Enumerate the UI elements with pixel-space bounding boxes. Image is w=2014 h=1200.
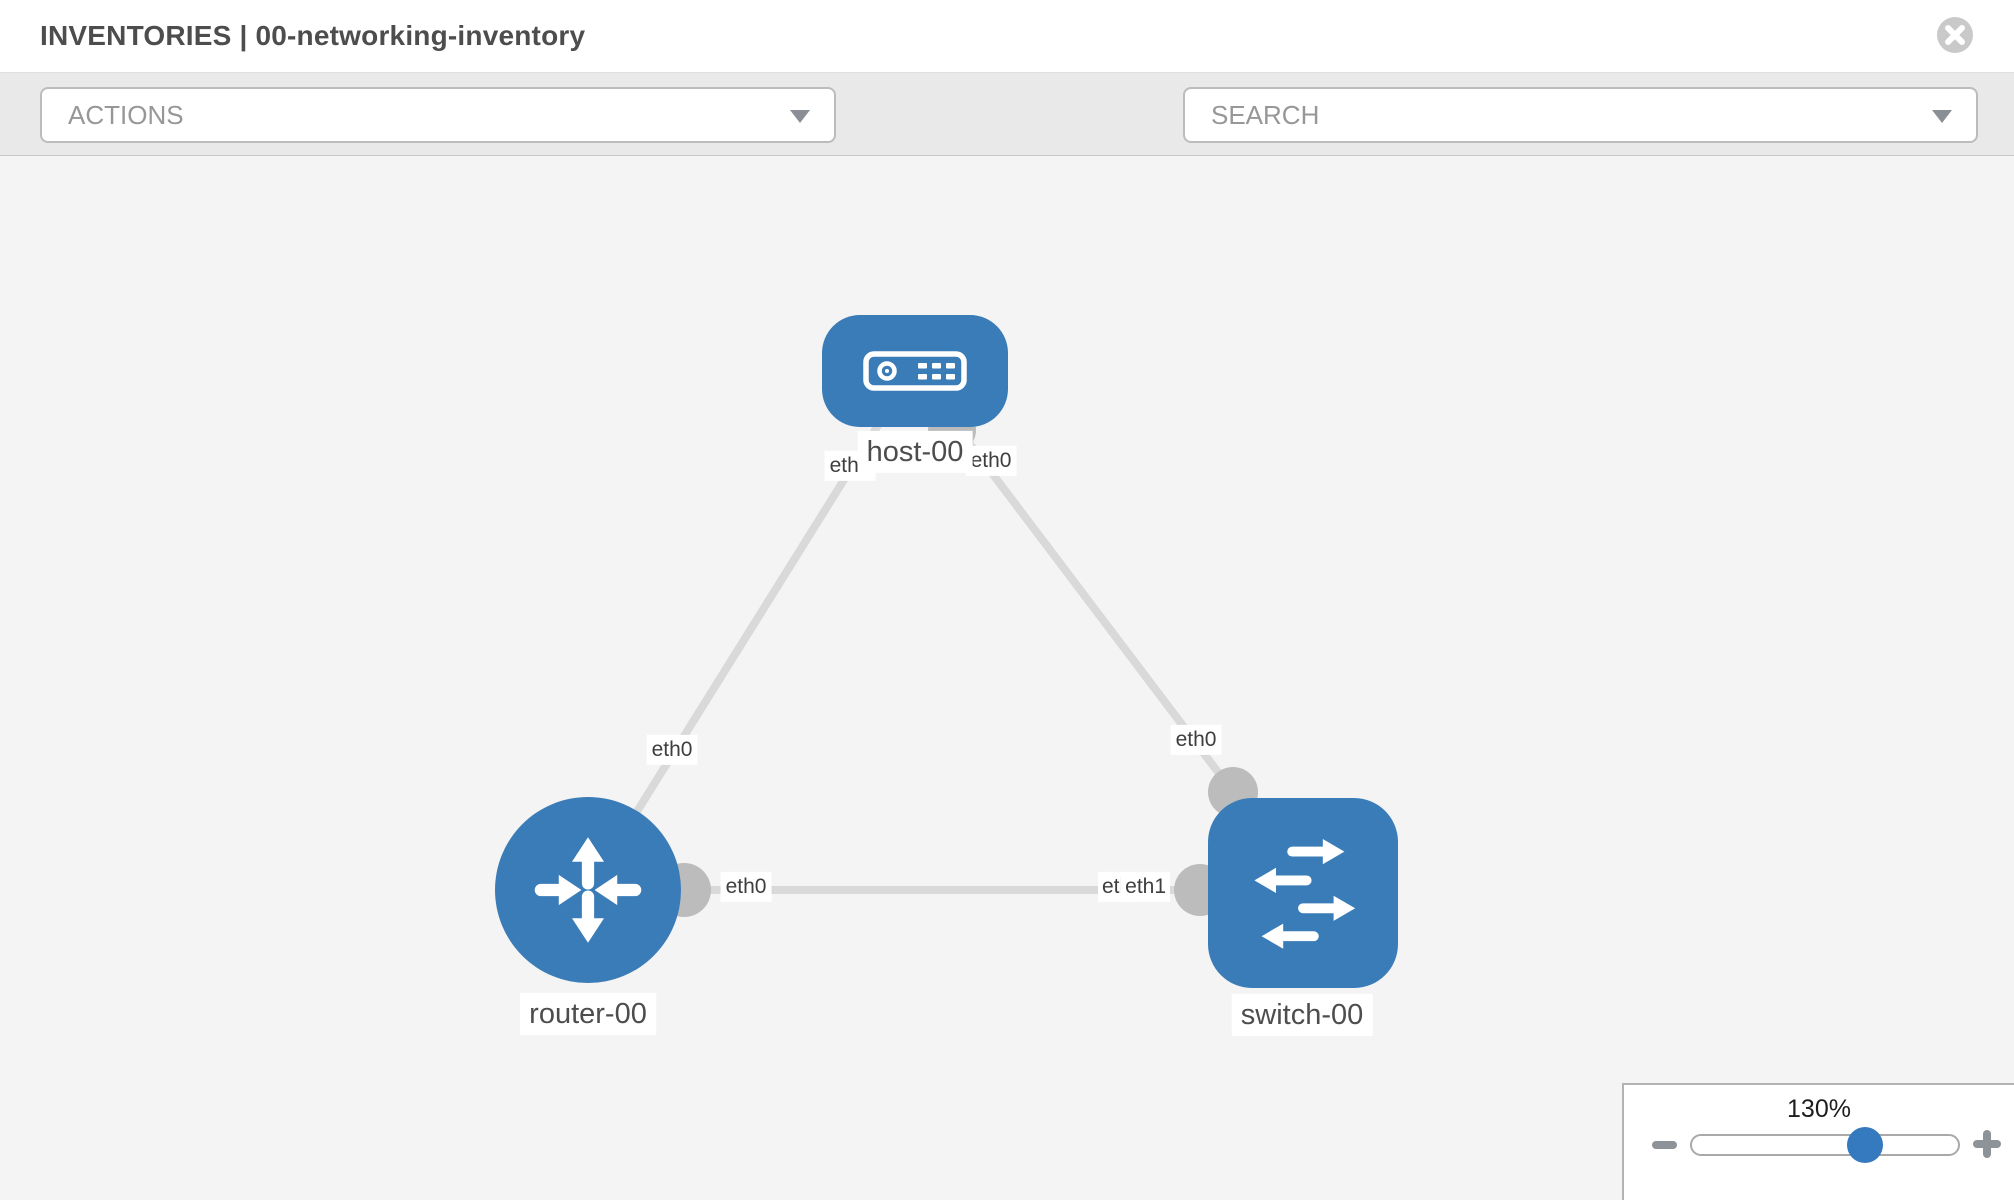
search-input[interactable] [1211, 99, 1877, 131]
actions-dropdown-label: ACTIONS [68, 99, 184, 130]
page-title: INVENTORIES | 00-networking-inventory [40, 20, 586, 51]
search-dropdown[interactable] [1183, 87, 1978, 143]
node-router-00[interactable] [495, 797, 681, 983]
node-label-switch: switch-00 [1231, 993, 1373, 1037]
header-bar: INVENTORIES | 00-networking-inventory [0, 0, 2014, 72]
node-host-00[interactable] [822, 315, 1008, 427]
links-layer [584, 403, 1258, 917]
node-switch-00[interactable] [1208, 798, 1398, 988]
port-label: eth0 [965, 445, 1017, 477]
zoom-slider[interactable] [1690, 1127, 1960, 1163]
zoom-level: 130% [1787, 1095, 1851, 1123]
port-label: eth0 [720, 871, 772, 903]
node-label-router: router-00 [520, 992, 656, 1036]
node-label-host: host-00 [857, 430, 973, 474]
port-label: eth1 [1121, 871, 1171, 903]
port-label-overlap: eth eth1 [1097, 871, 1171, 903]
port-label: eth0 [1170, 724, 1222, 756]
zoom-slider-handle[interactable] [1847, 1127, 1883, 1163]
link-router-host[interactable] [584, 403, 894, 893]
switch-icon [1254, 839, 1356, 949]
close-icon [1937, 17, 1973, 53]
chevron-down-icon [790, 110, 810, 124]
topology-canvas[interactable]: eth0 eth0 eth0 eth0 eth0 eth eth1 host-0… [0, 156, 2014, 1200]
chevron-down-icon [1932, 110, 1952, 124]
close-button[interactable] [1936, 16, 1974, 54]
zoom-panel: 130% [1622, 1083, 2014, 1200]
host-icon [863, 351, 967, 391]
zoom-in-icon[interactable] [1973, 1130, 2001, 1158]
actions-dropdown[interactable]: ACTIONS [40, 87, 836, 143]
router-icon [534, 837, 642, 943]
port-label: eth0 [646, 734, 698, 766]
zoom-out-icon[interactable] [1652, 1141, 1677, 1149]
toolbar: ACTIONS [0, 72, 2014, 205]
